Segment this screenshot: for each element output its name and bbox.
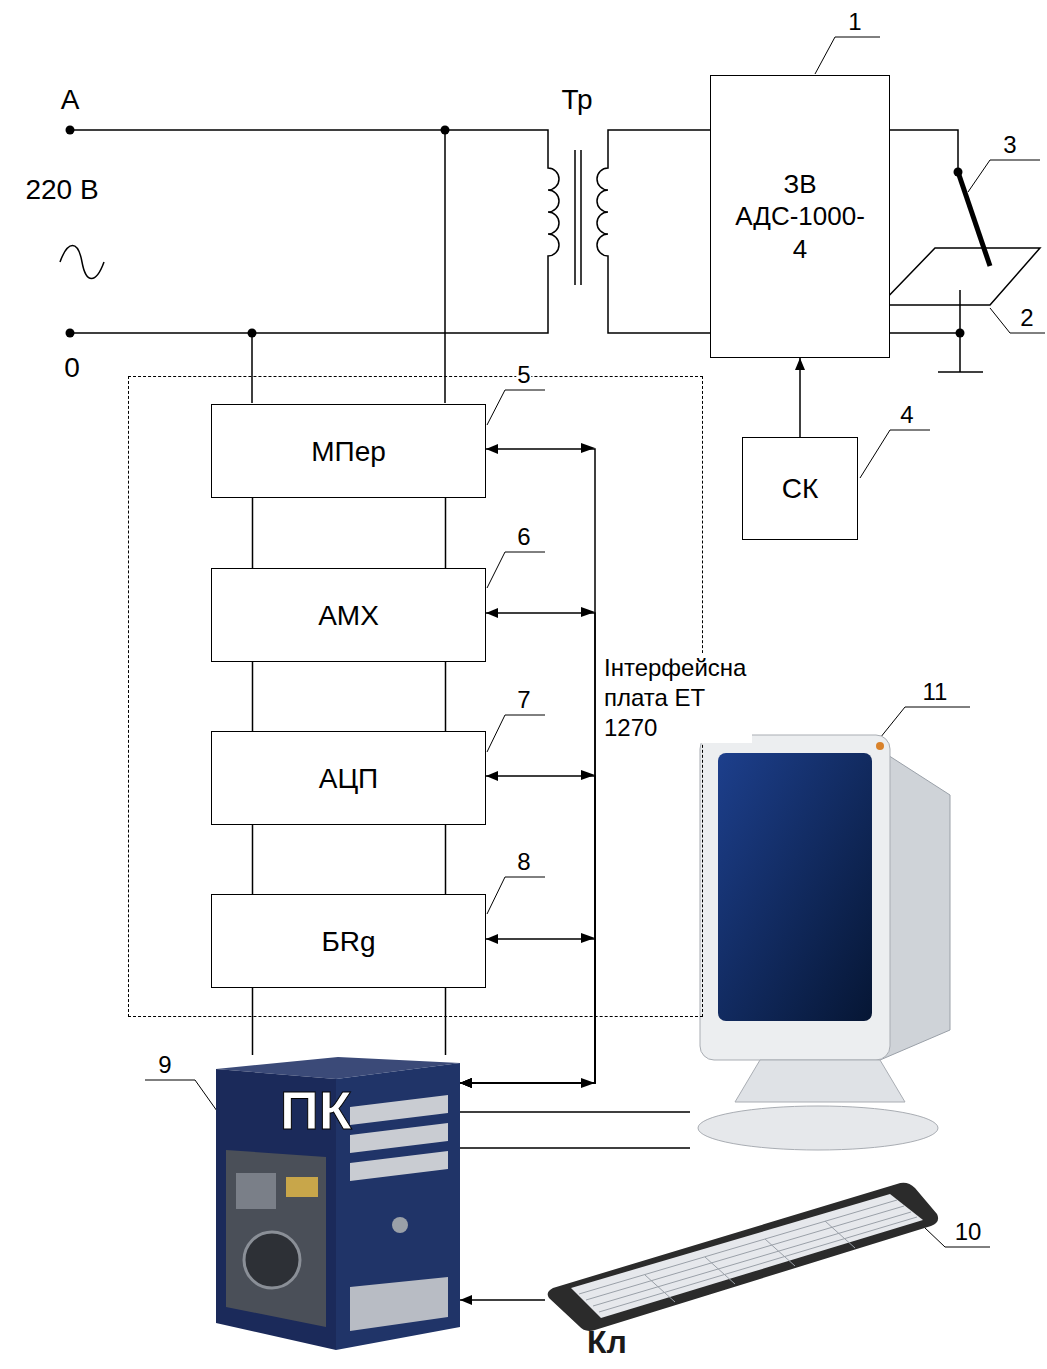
junction-dot	[248, 329, 257, 338]
pc-fan	[244, 1232, 300, 1288]
connector	[799, 358, 801, 437]
box-label: АМХ	[318, 598, 379, 633]
transformer-core	[575, 150, 581, 285]
callout-number: 9	[157, 1053, 172, 1077]
terminal-label: A	[60, 86, 81, 114]
computer: ПК	[210, 1055, 460, 1350]
process-box: СК	[742, 437, 858, 540]
box-label: МПер	[311, 434, 386, 469]
connector	[460, 613, 595, 1083]
ac-symbol	[60, 246, 104, 279]
pc-bay	[350, 1123, 448, 1153]
monitor-bezel	[700, 735, 890, 1060]
callout-number: 4	[899, 403, 914, 427]
connector	[253, 988, 446, 1055]
bus-arrowheads	[581, 443, 595, 1088]
arrowhead	[581, 443, 595, 453]
leader-line	[990, 308, 1045, 333]
leader-line	[487, 715, 545, 752]
callout-number: 10	[954, 1220, 983, 1244]
connector	[253, 662, 446, 731]
monitor-foot	[698, 1106, 938, 1150]
junction-dot	[441, 126, 450, 135]
callout-number: 6	[516, 525, 531, 549]
leader-line	[968, 160, 1040, 192]
leader-line	[487, 877, 545, 914]
terminal-label: 0	[63, 354, 81, 382]
workpiece	[880, 248, 1040, 305]
leader-line	[487, 390, 545, 425]
callout-number: 11	[922, 680, 949, 704]
process-box: АЦП	[211, 731, 486, 825]
junction-dot	[954, 168, 963, 177]
supply-wire	[252, 130, 445, 403]
process-box: БRg	[211, 894, 486, 988]
callout-number: 1	[847, 10, 862, 34]
pc-drive	[286, 1177, 318, 1197]
connector	[253, 498, 446, 568]
ground-symbol	[938, 371, 983, 373]
electrode	[958, 172, 990, 266]
monitor-illustration	[698, 735, 950, 1150]
keyboard: Кл	[545, 1180, 940, 1365]
board-frame: Інтерфейсна плата ЕТ 1270МПерАМХАЦПБRg	[128, 376, 703, 1017]
primary-winding	[70, 130, 559, 333]
process-box: ЗВ АДС-1000-4	[710, 75, 890, 358]
monitor-stand	[735, 1060, 905, 1102]
leader-line	[860, 430, 930, 478]
terminal-dot	[66, 329, 75, 338]
pc-button	[392, 1217, 408, 1233]
pc-illustration	[216, 1057, 460, 1350]
callout-number: 2	[1019, 306, 1034, 330]
arrowhead	[581, 770, 595, 780]
box-label: ЗВ АДС-1000-4	[734, 168, 866, 266]
leader-line	[815, 37, 880, 74]
callout-number: 8	[516, 850, 531, 874]
keyboard-illustration	[548, 1183, 938, 1331]
pc-board	[236, 1173, 276, 1209]
junction-dot	[956, 329, 965, 338]
process-box: АМХ	[211, 568, 486, 662]
monitor-cable	[460, 1112, 690, 1148]
leader-lines	[145, 37, 1045, 1247]
board-label: Інтерфейсна плата ЕТ 1270	[604, 653, 752, 743]
monitor-logo	[876, 742, 884, 750]
computer-label: ПК	[280, 1083, 352, 1137]
process-box: МПер	[211, 404, 486, 498]
terminal-dot	[66, 126, 75, 135]
connector	[460, 1299, 545, 1301]
callout-number: 5	[516, 363, 531, 387]
arrowhead	[581, 607, 595, 617]
callout-number: 3	[1002, 133, 1017, 157]
arrowhead	[581, 933, 595, 943]
keyboard-label: Кл	[587, 1326, 627, 1358]
leader-line	[145, 1080, 222, 1118]
pc-bay	[350, 1095, 448, 1125]
box-label: БRg	[321, 924, 375, 959]
connector	[253, 825, 446, 894]
keyboard-body	[548, 1183, 938, 1331]
leader-line	[880, 707, 970, 738]
monitor-screen	[718, 753, 872, 1021]
pc-window	[226, 1150, 326, 1327]
callout-number: 7	[516, 688, 531, 712]
pc-front	[336, 1063, 460, 1350]
pc-front-trim	[350, 1277, 448, 1331]
transformer-label: Тр	[560, 86, 593, 114]
leader-line	[487, 552, 545, 588]
box-label: АЦП	[319, 761, 379, 796]
pc-bay	[350, 1151, 448, 1181]
voltage-label: 220 В	[24, 176, 99, 204]
wiring	[60, 130, 1040, 1148]
keyboard-keys	[571, 1194, 923, 1318]
box-label: СК	[782, 471, 819, 506]
keyboard-key-rows	[579, 1200, 917, 1312]
